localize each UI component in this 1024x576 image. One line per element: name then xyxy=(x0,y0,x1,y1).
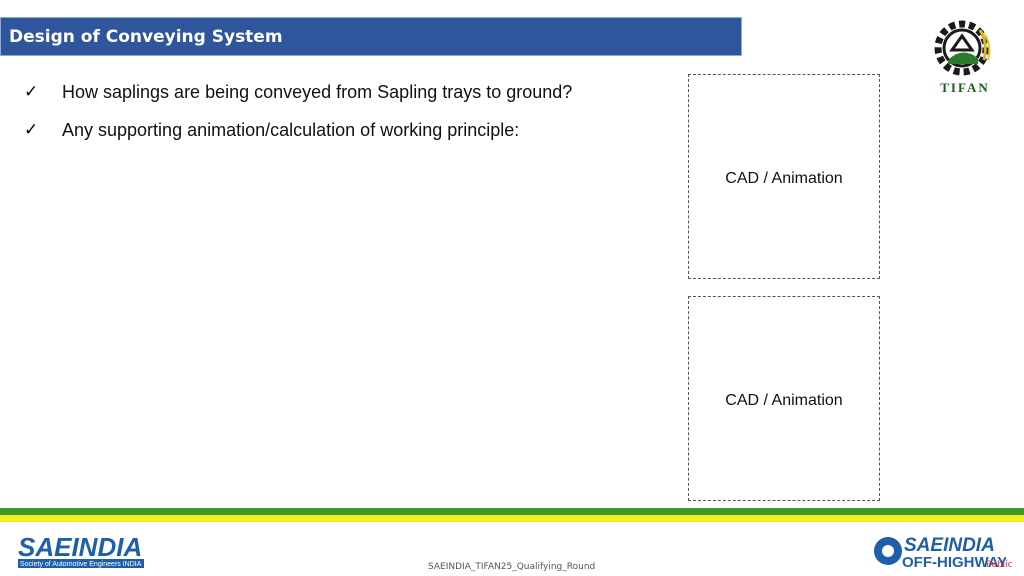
svg-text:OFF-HIGHWAY: OFF-HIGHWAY xyxy=(902,554,1006,570)
bullet-text: Any supporting animation/calculation of … xyxy=(62,119,520,140)
list-item: ✓ Any supporting animation/calculation o… xyxy=(24,116,572,144)
cad-placeholder-2: CAD / Animation xyxy=(688,296,880,501)
bullet-list: ✓ How saplings are being conveyed from S… xyxy=(24,78,572,154)
slide-title: Design of Conveying System xyxy=(9,26,283,47)
svg-text:Society of Automotive Engineer: Society of Automotive Engineers INDIA xyxy=(20,561,142,568)
title-bar: Design of Conveying System xyxy=(0,17,742,56)
cad-placeholder-label: CAD / Animation xyxy=(725,170,843,187)
cad-placeholder-1: CAD / Animation xyxy=(688,74,880,279)
checkmark-icon: ✓ xyxy=(24,120,39,140)
svg-text:SAEINDIA: SAEINDIA xyxy=(904,535,995,556)
saeindia-offhighway-logo: SAEINDIA OFF-HIGHWAY xyxy=(874,535,1006,570)
footer-stripe-green xyxy=(0,508,1024,515)
svg-text:SAEINDIA: SAEINDIA xyxy=(18,532,142,562)
svg-text:TIFAN: TIFAN xyxy=(940,80,989,95)
footer-text: SAEINDIA_TIFAN25_Qualifying_Round xyxy=(428,562,596,572)
cad-placeholder-label: CAD / Animation xyxy=(725,392,843,409)
bullet-text: How saplings are being conveyed from Sap… xyxy=(62,81,573,102)
gear-icon xyxy=(934,20,990,76)
checkmark-icon: ✓ xyxy=(24,82,39,102)
classification-label: Public xyxy=(986,560,1013,570)
list-item: ✓ How saplings are being conveyed from S… xyxy=(24,78,572,106)
footer-stripe-yellow xyxy=(0,515,1024,522)
saeindia-logo: SAEINDIA Society of Automotive Engineers… xyxy=(18,532,144,568)
tifan-logo: TIFAN xyxy=(934,20,991,95)
